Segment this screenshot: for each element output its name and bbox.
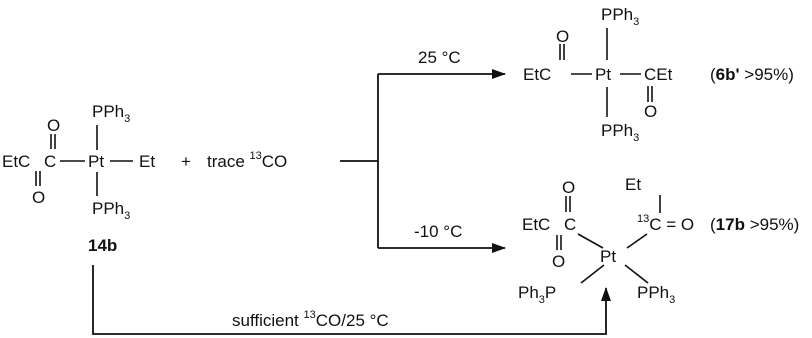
bypass-condition: sufficient 13CO/25 °C <box>232 309 389 330</box>
reactant-14b: PPh3 PPh3 Pt Et EtC C O O 14b <box>2 102 155 255</box>
upper-bottom-phosphine: PPh3 <box>601 121 639 144</box>
reagent-text: trace 13CO <box>207 150 287 171</box>
lower-right-phosphine: PPh3 <box>637 283 675 306</box>
reactant-bottom-phosphine: PPh3 <box>92 199 130 222</box>
lower-right-ethyl: Et <box>625 175 641 194</box>
upper-product-annotation: (6b' >95%) <box>710 65 794 84</box>
reactant-etc: EtC <box>2 152 30 171</box>
product-6b-prime: PPh3 Pt PPh3 EtC O CEt O (6b' >95%) <box>523 5 794 144</box>
reactant-upper-oxygen: O <box>47 116 60 135</box>
lower-left-etc: EtC <box>522 215 550 234</box>
lower-bond-c-pt-left <box>577 233 604 249</box>
lower-bond-pt-p-right <box>624 264 649 284</box>
upper-platinum: Pt <box>595 65 611 84</box>
reactant-label: 14b <box>88 236 117 255</box>
lower-right-labeled-carbonyl: 13C = O <box>637 213 694 234</box>
upper-condition: 25 °C <box>418 48 461 67</box>
upper-top-phosphine: PPh3 <box>601 5 639 28</box>
reactant-platinum: Pt <box>88 152 104 171</box>
upper-right-oxygen: O <box>644 102 657 121</box>
lower-bond-pt-p-left <box>580 264 605 284</box>
lower-platinum: Pt <box>600 247 616 266</box>
reactant-ethyl: Et <box>139 152 155 171</box>
reactant-top-phosphine: PPh3 <box>92 102 130 125</box>
upper-left-oxygen: O <box>556 27 569 46</box>
lower-left-c: C <box>564 215 576 234</box>
reactant-lower-oxygen: O <box>32 188 45 207</box>
upper-left-etc: EtC <box>523 65 551 84</box>
lower-bond-pt-c-right <box>626 233 648 249</box>
lower-left-upper-oxygen: O <box>562 178 575 197</box>
plus-sign: + <box>181 152 191 171</box>
upper-right-cet: CEt <box>644 65 673 84</box>
lower-product-annotation: (17b >95%) <box>710 215 799 234</box>
branch-arrows: 25 °C -10 °C <box>340 48 506 253</box>
lower-condition: -10 °C <box>414 222 462 241</box>
product-17b: EtC C O O Pt Et 13C = O Ph3P PPh3 (17b >… <box>518 175 799 306</box>
reactant-carbonyl-c: C <box>44 152 56 171</box>
reagent: + trace 13CO <box>181 150 287 171</box>
lower-left-phosphine: Ph3P <box>518 283 556 306</box>
lower-left-lower-oxygen: O <box>552 252 565 271</box>
bypass-arrow <box>92 265 611 335</box>
bypass-path: sufficient 13CO/25 °C <box>92 265 611 335</box>
